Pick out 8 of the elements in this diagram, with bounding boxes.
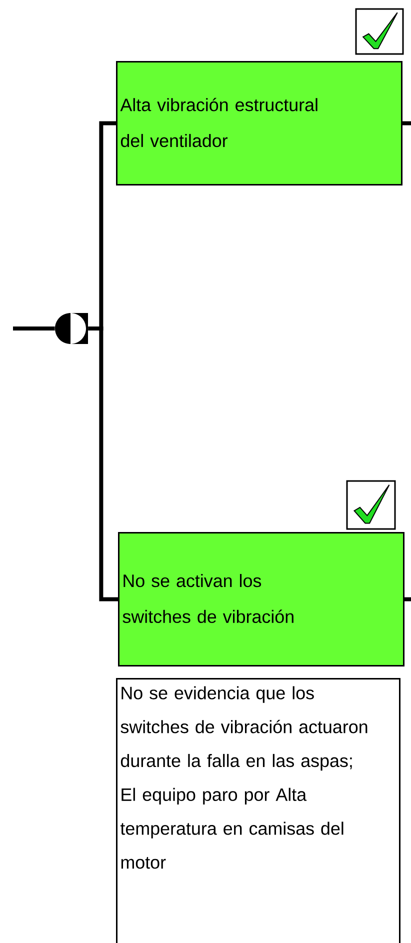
connector-line (404, 597, 411, 602)
connector-line (402, 121, 411, 126)
event-box: Alta vibración estructural del ventilador (116, 61, 402, 186)
connector-line (88, 326, 118, 602)
connector-line (13, 326, 55, 330)
and-gate (55, 313, 88, 344)
event-box: No se activan los switches de vibración (118, 532, 404, 666)
note-box: No se evidencia que los switches de vibración actuaron durante la falla en las aspas; El equipo paro por Alta temperatura en camisas del motor (116, 678, 400, 943)
